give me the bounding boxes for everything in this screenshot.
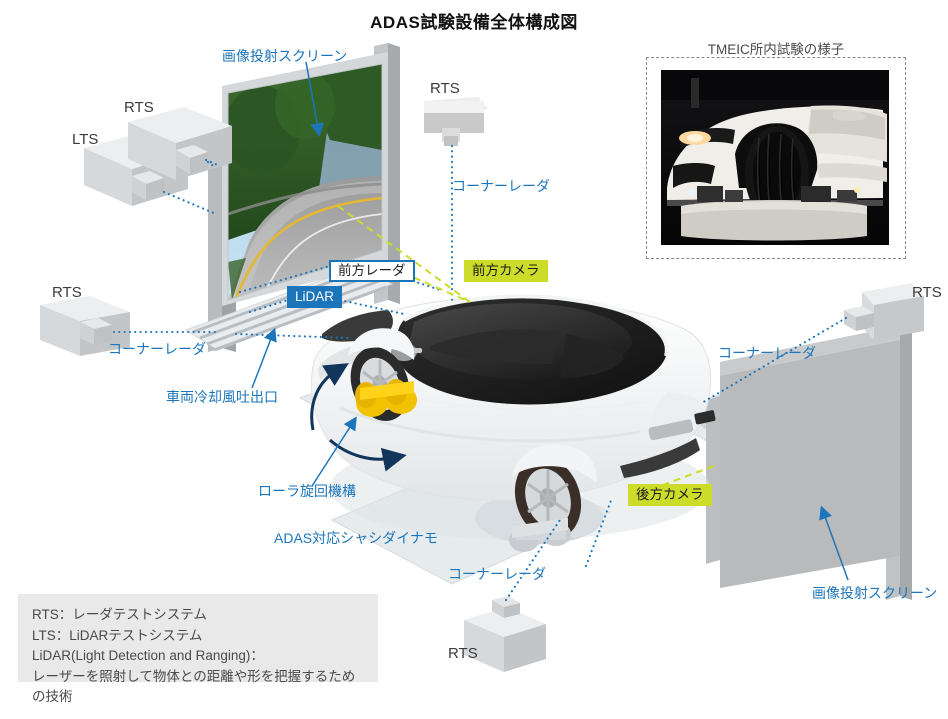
- callout-rear-camera: 後方カメラ: [628, 484, 712, 506]
- callout-projection-screen-top: 画像投射スクリーン: [222, 48, 348, 64]
- rts-device-box-upper-left: [128, 107, 232, 180]
- rts-device-box-right: [844, 283, 924, 340]
- callout-cooling-outlet: 車両冷却風吐出口: [166, 389, 278, 405]
- rts-device-box-top-center: [424, 97, 488, 146]
- callout-corner-radar-right: コーナーレーダ: [718, 345, 816, 361]
- legend-line-rts: RTS：レーダテストシステム: [32, 607, 207, 622]
- callout-corner-radar-left: コーナーレーダ: [108, 341, 206, 357]
- rts-label-bottom: RTS: [448, 645, 478, 662]
- callout-lidar: LiDAR: [287, 286, 343, 308]
- dyno-test-photo: [661, 70, 889, 245]
- rts-label-mid-left: RTS: [52, 284, 82, 301]
- rts-device-box-bottom: [464, 596, 546, 672]
- callout-front-camera: 前方カメラ: [464, 260, 548, 282]
- callout-front-radar: 前方レーダ: [329, 260, 415, 282]
- legend-box: RTS：レーダテストシステム LTS：LiDARテストシステム LiDAR(Li…: [18, 594, 378, 704]
- vehicle-illustration: [310, 294, 716, 540]
- rts-label-right: RTS: [912, 284, 942, 301]
- legend-line-lidar-desc: レーザーを照射して物体との距離や形を把握するための技術: [32, 668, 356, 705]
- legend-line-lts: LTS：LiDARテストシステム: [32, 627, 203, 643]
- page-title: ADAS試験設備全体構成図: [370, 13, 578, 32]
- roller-swivel-assembly: [355, 379, 417, 417]
- rts-device-box-mid-left: [40, 296, 130, 356]
- rts-label-upper-left: RTS: [124, 99, 154, 116]
- legend-line-lidar-term: LiDAR(Light Detection and Ranging)：: [32, 648, 264, 664]
- callout-roller-swivel: ローラ旋回機構: [258, 483, 356, 499]
- callout-corner-radar-bottom: コーナーレーダ: [448, 566, 546, 582]
- photo-inset-frame: [646, 57, 906, 259]
- callout-chassis-dyno: ADAS対応シャシダイナモ: [274, 530, 438, 546]
- photo-caption: TMEIC所内試験の様子: [707, 42, 845, 57]
- rear-rollers: [509, 518, 571, 552]
- callout-corner-radar-top: コーナーレーダ: [452, 178, 550, 194]
- rts-label-top-center: RTS: [430, 80, 460, 97]
- lts-label: LTS: [72, 131, 99, 148]
- callout-projection-screen-bottom: 画像投射スクリーン: [812, 585, 938, 601]
